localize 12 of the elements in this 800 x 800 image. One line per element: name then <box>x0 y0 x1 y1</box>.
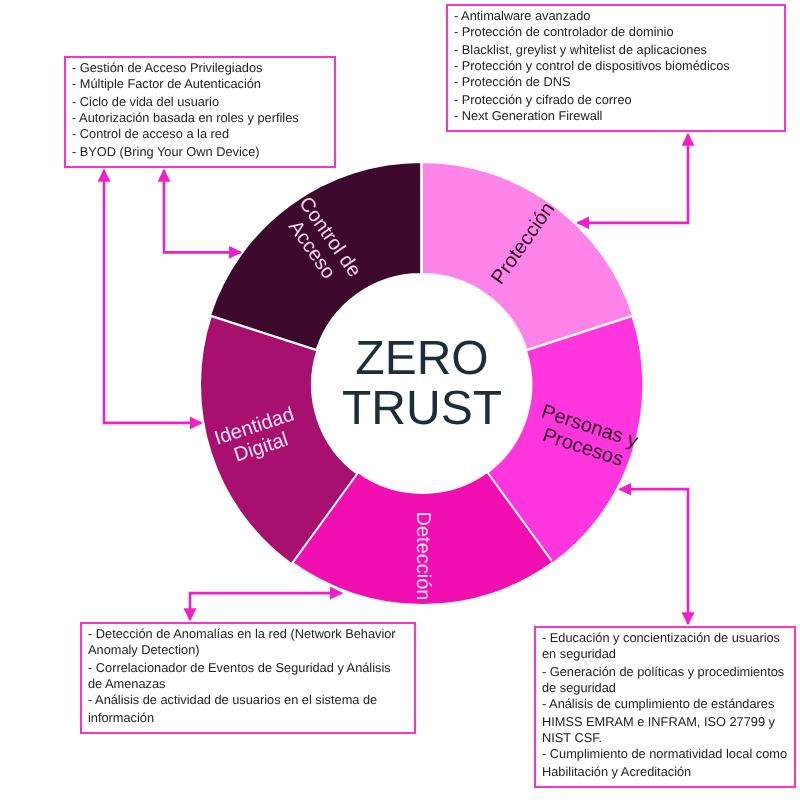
arrow <box>97 168 203 430</box>
arrow <box>618 482 695 626</box>
ring-segment <box>291 472 553 606</box>
bullet-list-box <box>80 622 416 734</box>
arrow <box>576 132 695 230</box>
bullet-list-box <box>534 626 796 788</box>
arrow <box>157 168 243 259</box>
arrow <box>183 586 344 622</box>
segment-label: Detección <box>410 509 433 605</box>
center-title: ZERO TRUST <box>342 333 502 435</box>
bullet-list-box <box>64 56 336 168</box>
bullet-list-box <box>446 4 786 133</box>
